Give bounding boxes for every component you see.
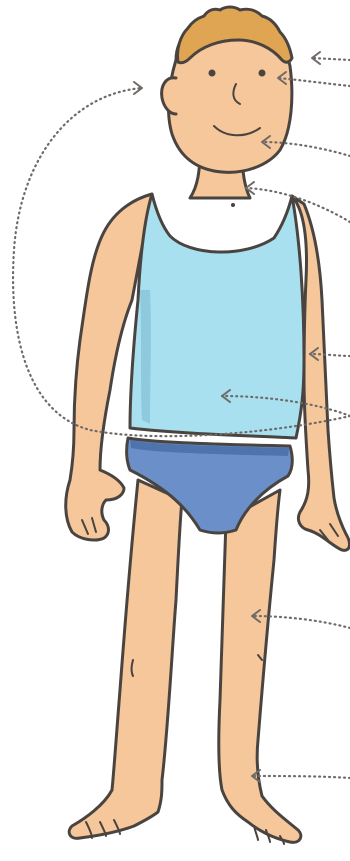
right-leg — [219, 490, 301, 842]
vest-shape — [130, 194, 304, 438]
pointer-hair — [312, 58, 350, 60]
pointer-ankle — [252, 776, 350, 778]
left-eye — [209, 70, 216, 77]
right-eye — [259, 70, 266, 77]
left-ear — [162, 78, 176, 114]
vest-shadow — [140, 290, 151, 424]
collarbone-dot — [231, 203, 235, 207]
vest — [130, 194, 304, 438]
